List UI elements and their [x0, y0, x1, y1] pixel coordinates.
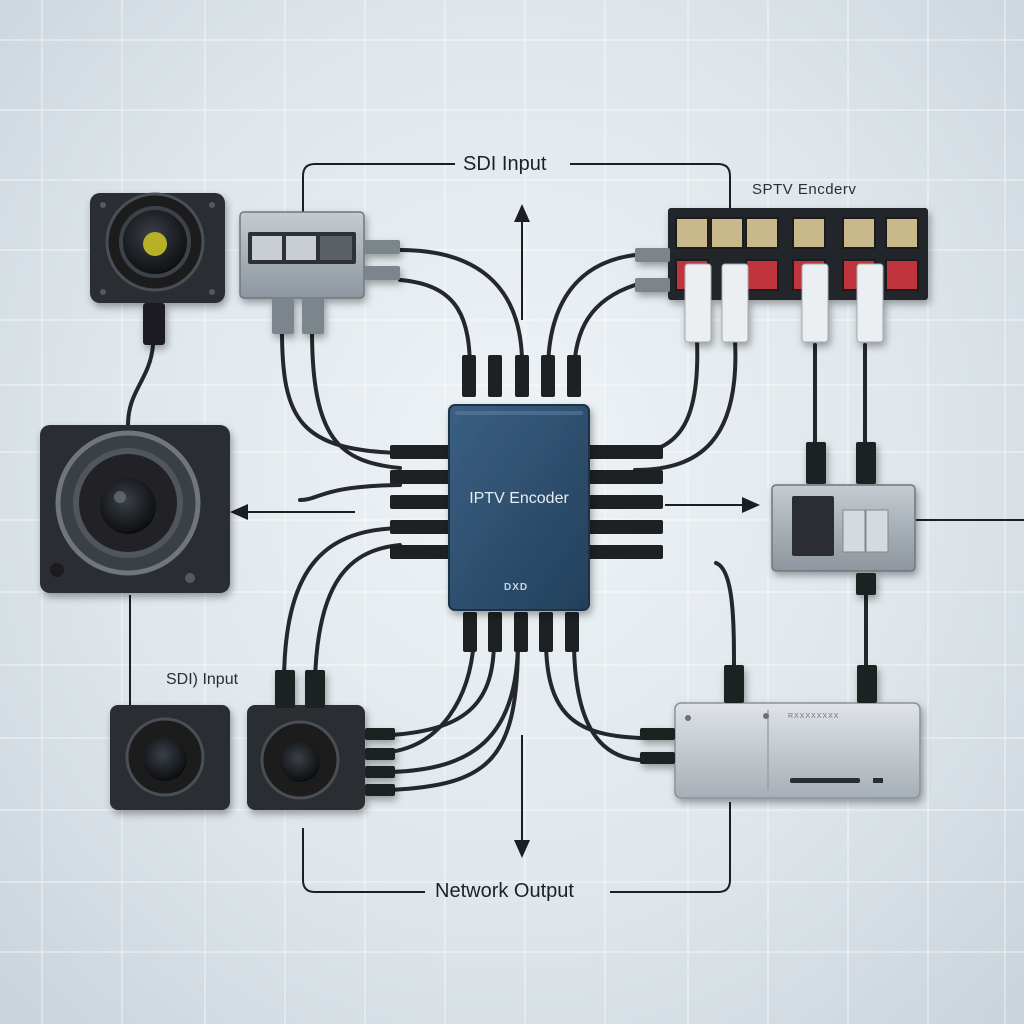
network-box-icon — [771, 442, 916, 595]
camera-icon-bottom-center — [247, 670, 395, 810]
sdi-input-label-top: SDI Input — [463, 153, 547, 175]
ethernet-switch-icon — [239, 211, 400, 334]
sdi-input-label-bottom: SDI) Input — [166, 671, 239, 688]
iptv-encoder-label: IPTV Encoder — [469, 490, 569, 507]
sptv-encoder-label: SPTV Encderv — [752, 181, 857, 198]
router-icon — [640, 665, 921, 799]
encoder-brand-logo: DXD — [504, 582, 529, 593]
iptv-encoder-icon — [448, 404, 590, 611]
network-output-label: Network Output — [435, 880, 574, 902]
camera-icon-bottom-left — [110, 705, 230, 810]
encoder-connectors — [390, 355, 663, 652]
flow-arrows — [230, 204, 760, 858]
bracket-lines — [129, 163, 1024, 893]
router-brand-text: RXXXXXXXX — [788, 713, 840, 720]
cables — [126, 248, 868, 792]
camera-icon-large — [40, 425, 230, 593]
patch-panel-icon — [635, 208, 928, 343]
camera-icon — [90, 192, 225, 345]
